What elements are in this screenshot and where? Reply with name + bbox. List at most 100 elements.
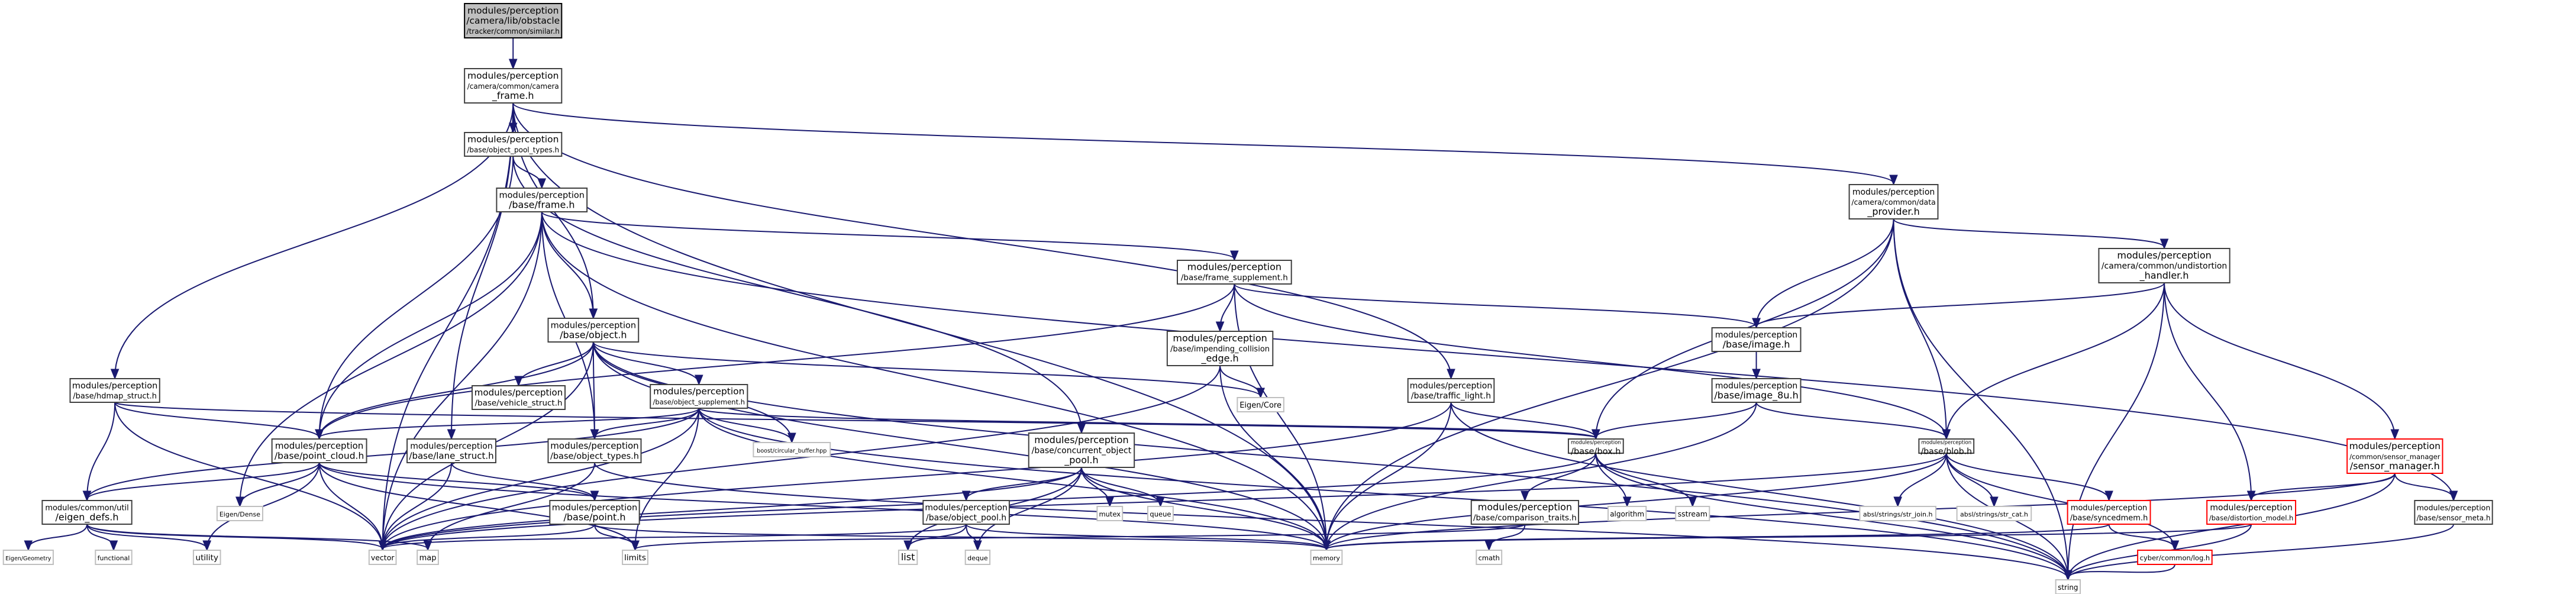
- node-n45[interactable]: deque: [964, 550, 991, 565]
- node-label: sstream: [1678, 509, 1707, 518]
- node-n0[interactable]: modules/perception/camera/lib/obstacle/t…: [464, 3, 563, 38]
- node-box: [964, 550, 991, 565]
- node-n40[interactable]: utility: [192, 550, 221, 565]
- node-box: [417, 550, 439, 565]
- node-n10[interactable]: Eigen/Core: [1237, 397, 1284, 412]
- node-n28[interactable]: mutex: [1096, 506, 1124, 521]
- edge-n3-to-n25: [240, 211, 543, 505]
- node-box: [1237, 397, 1284, 412]
- node-label: /base/syncedmem.h: [2070, 514, 2148, 523]
- node-n21[interactable]: modules/perception/base/box.h: [1567, 438, 1624, 457]
- node-box: [368, 550, 397, 565]
- node-n33[interactable]: absl/strings/str_join.h: [1859, 506, 1936, 521]
- edge-n27-to-n45: [966, 524, 977, 549]
- node-n20[interactable]: modules/perception/base/concurrent_objec…: [1028, 432, 1135, 468]
- node-n41[interactable]: vector: [368, 550, 397, 565]
- node-n29[interactable]: queue: [1147, 506, 1174, 521]
- edge-n13-to-n41: [114, 402, 383, 549]
- edge-n27-to-n44: [908, 524, 967, 549]
- node-n3[interactable]: modules/perception/base/frame.h: [496, 188, 588, 212]
- edge-n12-to-n41: [383, 408, 700, 549]
- node-n25[interactable]: Eigen/Dense: [216, 506, 263, 521]
- node-box: [1310, 550, 1343, 565]
- node-box: [95, 550, 133, 565]
- node-n15[interactable]: modules/perception/base/image_8u.h: [1711, 378, 1802, 403]
- node-n6[interactable]: modules/perception/camera/common/data_pr…: [1848, 184, 1939, 219]
- edge-n18-to-n42: [428, 462, 595, 549]
- node-n42[interactable]: map: [417, 550, 439, 565]
- node-n18[interactable]: modules/perception/base/object_types.h: [547, 438, 642, 463]
- node-n11[interactable]: modules/perception/base/vehicle_struct.h: [471, 385, 566, 410]
- node-n12[interactable]: modules/perception/base/object_supplemen…: [650, 384, 748, 409]
- node-n49[interactable]: string: [2055, 579, 2081, 594]
- node-n43[interactable]: limits: [622, 550, 648, 565]
- edge-n12-to-n16: [319, 408, 700, 438]
- node-n5[interactable]: modules/perception/base/frame_supplement…: [1176, 260, 1292, 285]
- node-n16[interactable]: modules/perception/base/point_cloud.h: [271, 438, 367, 463]
- edge-n8-to-n46: [1219, 365, 1326, 549]
- node-n1[interactable]: modules/perception/camera/common/camera_…: [464, 68, 563, 104]
- node-n31[interactable]: algorithm: [1607, 506, 1647, 521]
- node-n19[interactable]: boost/circular_buffer.hpp: [753, 442, 831, 457]
- node-n32[interactable]: sstream: [1675, 506, 1710, 521]
- node-label: /sensor_manager.h: [2350, 460, 2440, 472]
- node-label: absl/strings/str_cat.h: [1960, 511, 2028, 518]
- node-label: modules/perception: [2210, 503, 2292, 513]
- node-n23[interactable]: modules/perception/common/sensor_manager…: [2346, 438, 2443, 474]
- node-box: [547, 318, 640, 343]
- node-n8[interactable]: modules/perception/base/impending_collis…: [1166, 331, 1274, 366]
- edge-n3-to-n16: [319, 211, 543, 438]
- edge-n5-to-n22: [1234, 283, 1946, 438]
- node-box: [471, 385, 566, 410]
- edge-n35-to-n48: [2108, 524, 2175, 549]
- node-n30[interactable]: modules/perception/base/comparison_trait…: [1470, 500, 1580, 525]
- node-n35[interactable]: modules/perception/base/syncedmem.h: [2067, 500, 2151, 525]
- node-n7[interactable]: modules/perception/camera/common/undisto…: [2098, 248, 2230, 283]
- node-box: [2137, 550, 2213, 565]
- node-n2[interactable]: modules/perception/base/object_pool_type…: [464, 132, 563, 157]
- edge-n26-to-n46: [593, 524, 1326, 549]
- edge-n12-to-n43: [635, 408, 700, 549]
- node-label: absl/strings/str_join.h: [1863, 511, 1933, 518]
- node-label: algorithm: [1610, 510, 1644, 518]
- node-box: [2206, 500, 2297, 525]
- edge-n15-to-n21: [1596, 402, 1757, 438]
- node-label: /base/point_cloud.h: [275, 451, 364, 462]
- node-box: [271, 438, 367, 463]
- node-box: [1607, 506, 1647, 521]
- node-n36[interactable]: modules/perception/base/distortion_model…: [2206, 500, 2297, 525]
- node-box: [1166, 331, 1274, 366]
- node-n44[interactable]: list: [898, 550, 918, 565]
- node-n14[interactable]: modules/perception/base/traffic_light.h: [1407, 378, 1495, 403]
- node-n38[interactable]: Eigen/Geometry: [2, 550, 54, 565]
- edge-n21-to-n49: [1595, 453, 2068, 579]
- node-label: _handler.h: [2139, 270, 2189, 282]
- node-n48[interactable]: cyber/common/log.h: [2137, 550, 2213, 565]
- node-n47[interactable]: cmath: [1476, 550, 1503, 565]
- edge-n13-to-n24: [87, 402, 116, 499]
- node-n4[interactable]: modules/perception/base/object.h: [547, 318, 640, 343]
- node-label: /base/hdmap_struct.h: [73, 392, 157, 401]
- node-n17[interactable]: modules/perception/base/lane_struct.h: [406, 438, 496, 463]
- node-label: list: [901, 551, 915, 563]
- edge-n8-to-n41: [383, 365, 1221, 549]
- node-n24[interactable]: modules/common/util/eigen_defs.h: [41, 500, 133, 525]
- node-label: /base/blob.h: [1921, 447, 1972, 457]
- node-n27[interactable]: modules/perception/base/object_pool.h: [922, 500, 1010, 525]
- node-n46[interactable]: memory: [1310, 550, 1343, 565]
- node-box: [1567, 438, 1624, 454]
- node-n37[interactable]: modules/perception/base/sensor_meta.h: [2414, 500, 2493, 525]
- edge-n24-to-n40: [86, 524, 207, 549]
- node-label: modules/perception: [410, 442, 492, 451]
- node-n22[interactable]: modules/perception/base/blob.h: [1918, 438, 1975, 457]
- node-label: memory: [1313, 554, 1340, 562]
- node-n13[interactable]: modules/perception/base/hdmap_struct.h: [69, 378, 160, 403]
- node-label: _frame.h: [492, 90, 534, 102]
- node-n39[interactable]: functional: [95, 550, 133, 565]
- node-n26[interactable]: modules/perception/base/point.h: [549, 500, 640, 525]
- edge-n16-to-n26: [318, 462, 595, 499]
- node-label: functional: [98, 554, 130, 562]
- node-n9[interactable]: modules/perception/base/image.h: [1711, 327, 1802, 352]
- node-label: /eigen_defs.h: [56, 512, 119, 524]
- node-n34[interactable]: absl/strings/str_cat.h: [1956, 506, 2032, 521]
